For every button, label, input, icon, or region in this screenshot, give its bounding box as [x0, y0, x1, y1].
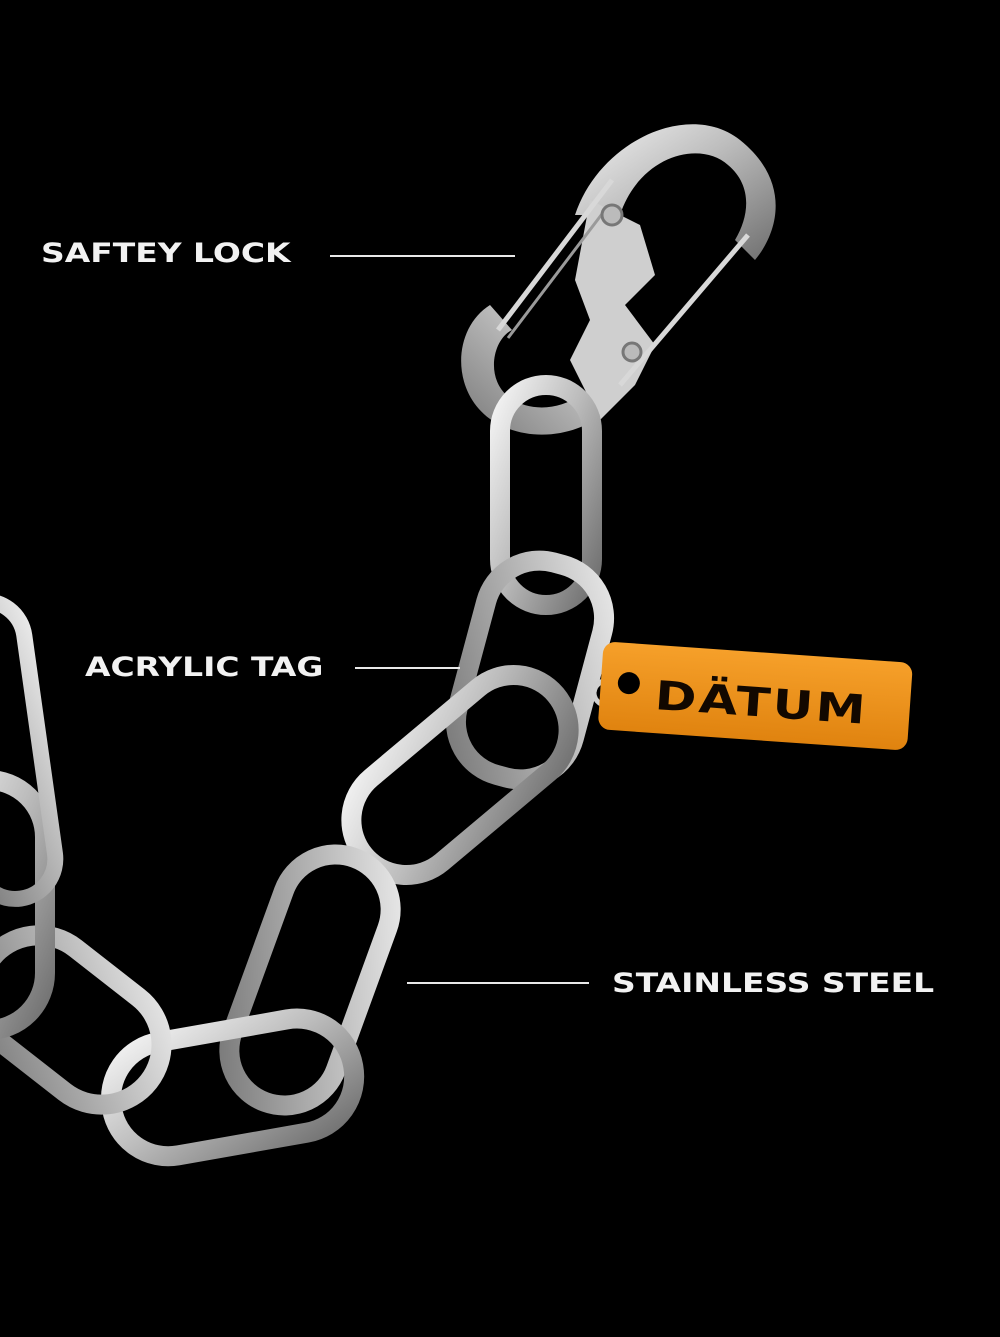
acrylic-tag	[598, 642, 913, 750]
callout-leader-safety-lock	[330, 255, 515, 257]
callout-leader-stainless-steel	[407, 982, 589, 984]
callout-label-stainless-steel: STAINLESS STEEL	[612, 968, 935, 999]
callout-label-acrylic-tag: ACRYLIC TAG	[85, 652, 324, 683]
callout-leader-acrylic-tag	[355, 667, 460, 669]
chain-links	[0, 375, 615, 1167]
callout-label-safety-lock: SAFTEY LOCK	[41, 238, 291, 269]
carabiner-icon	[461, 124, 776, 435]
